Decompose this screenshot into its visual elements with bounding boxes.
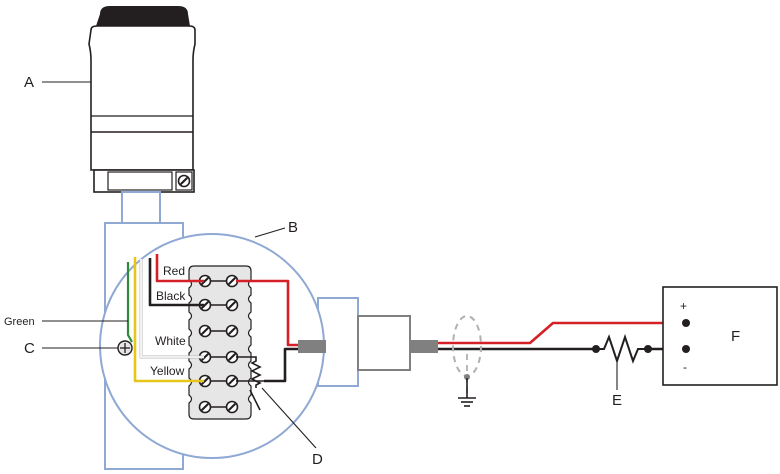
terminal-screw-icon (198, 324, 212, 338)
terminal-screw-icon (198, 400, 212, 414)
cable-jacket-inner (298, 340, 326, 353)
red-wire (155, 254, 204, 283)
label-green: Green (4, 316, 35, 328)
cable-wires-inside (236, 279, 300, 383)
receiver-box (662, 286, 778, 386)
terminal-screw-icon (225, 274, 239, 288)
minus-terminal-label: - (683, 360, 687, 374)
terminal-block (188, 265, 252, 420)
ground-screw-icon (117, 340, 133, 356)
red-wire-out (236, 279, 300, 347)
white-wire-core (140, 259, 204, 358)
callout-a: A (24, 74, 34, 91)
terminal-screw-icon (225, 324, 239, 338)
ground-symbol-icon (458, 378, 476, 407)
callout-c: C (24, 340, 35, 357)
callout-f: F (731, 328, 740, 345)
yellow-wire (133, 257, 204, 383)
label-black: Black (156, 289, 186, 303)
cable-shield (452, 315, 482, 407)
black-wire (148, 258, 204, 307)
terminal-screw-icon (225, 298, 239, 312)
label-yellow: Yellow (150, 364, 185, 378)
callout-d: D (312, 451, 323, 468)
cable-gland (357, 315, 411, 371)
label-white: White (155, 334, 186, 348)
black-wire-out (264, 347, 300, 383)
load-resistor-icon (592, 333, 652, 365)
callout-b: B (288, 219, 298, 236)
green-wire (126, 262, 133, 343)
internal-resistor-icon (236, 356, 268, 411)
leader-lines (42, 81, 618, 449)
sensor-neck (121, 191, 161, 224)
cable-jacket-outer (410, 340, 438, 353)
callout-e: E (612, 392, 622, 409)
label-red: Red (163, 264, 185, 278)
field-red-wire (438, 321, 686, 345)
internal-wires (126, 254, 204, 383)
terminal-screw-icon (225, 374, 239, 388)
terminal-screw-icon (225, 350, 239, 364)
plus-terminal-label: + (680, 299, 687, 313)
sensor-head (88, 6, 196, 193)
terminal-screw-icon (225, 400, 239, 414)
head-screw-icon (177, 174, 191, 188)
